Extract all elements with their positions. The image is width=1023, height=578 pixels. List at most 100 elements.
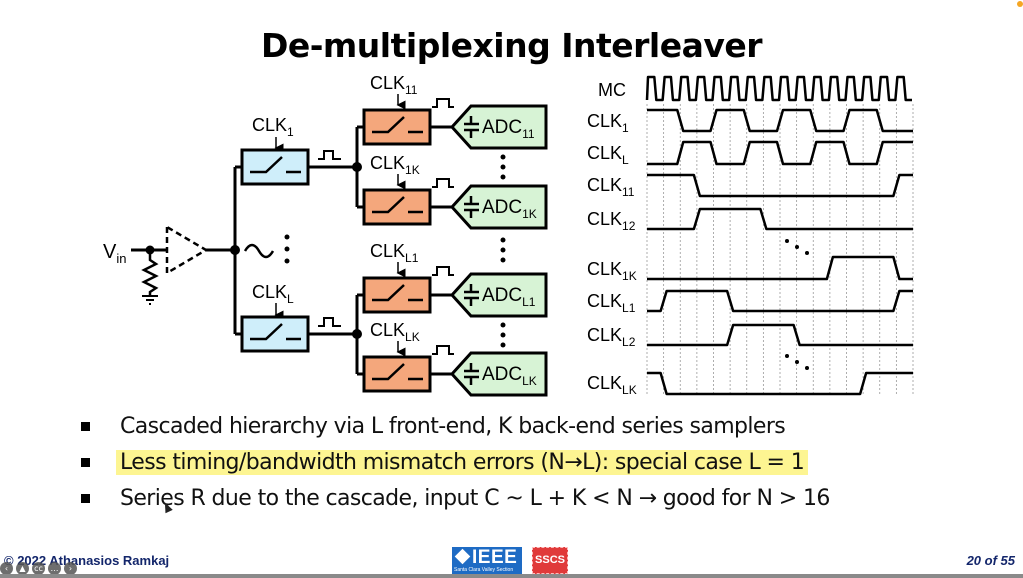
switch-box — [362, 108, 432, 146]
pulse-icon — [432, 345, 454, 355]
adc-label: ADC11 — [482, 117, 535, 141]
switch-box — [362, 355, 432, 393]
timing-signal: CLK1K — [587, 255, 913, 283]
pulse-icon — [318, 317, 341, 327]
sscs-logo: SSCS — [532, 547, 568, 574]
waveform — [647, 371, 913, 396]
adc-label: ADCLK — [482, 364, 537, 388]
bullet-item: Series R due to the cascade, input C ~ L… — [78, 482, 898, 518]
adc-label: ADC1K — [482, 197, 537, 221]
adc-block — [449, 184, 548, 230]
sine-wave-icon — [243, 243, 275, 259]
clk-label: CLK11 — [370, 73, 418, 97]
ellipsis-icon — [785, 239, 809, 370]
circuit-diagram: Vin CLK1 — [103, 115, 506, 376]
signal-label: CLK1 — [587, 111, 629, 135]
capacitor-icon — [464, 284, 479, 306]
clk-label: CLKL1 — [370, 241, 419, 265]
bullet-text: Less timing/bandwidth mismatch errors (N… — [116, 450, 809, 475]
adc-block — [449, 104, 548, 150]
capacitor-icon — [464, 196, 479, 218]
clk-label: CLK1 — [252, 115, 294, 139]
slide-diagram: Vin CLK1 — [103, 73, 914, 397]
timing-signal: CLKL — [587, 140, 913, 167]
front-end-switch-L: CLKL — [240, 282, 357, 353]
front-end-switch-1: CLK1 — [240, 115, 357, 186]
waveform — [647, 108, 913, 133]
capacitor-icon — [464, 363, 479, 385]
pulse-icon — [318, 150, 341, 160]
ieee-diamond-icon — [454, 548, 471, 565]
footer-divider — [0, 574, 1023, 578]
ellipsis-icon — [500, 154, 506, 348]
bullet-item: Cascaded hierarchy via L front-end, K ba… — [78, 410, 898, 446]
signal-label: CLKL2 — [587, 325, 636, 349]
pulse-icon — [432, 178, 454, 188]
signal-label: CLK12 — [587, 209, 636, 233]
pulse-icon — [432, 266, 454, 276]
bullet-text: Series R due to the cascade, input C ~ L… — [120, 486, 830, 511]
timing-gridlines — [646, 104, 914, 396]
timing-signal: CLKL2 — [587, 323, 913, 349]
back-end-channel: CLKLK ADCLK — [362, 320, 548, 397]
signal-label: CLK11 — [587, 175, 635, 199]
switch-box — [240, 148, 310, 186]
waveform — [647, 173, 913, 198]
switch-icon — [250, 156, 301, 174]
switch-box — [362, 276, 432, 314]
waveform — [647, 207, 913, 231]
bullet-list: Cascaded hierarchy via L front-end, K ba… — [78, 410, 898, 518]
adc-label: ADCL1 — [482, 285, 536, 309]
timing-signal: CLK11 — [587, 173, 913, 199]
ground-icon — [142, 295, 158, 305]
waveform — [647, 323, 913, 347]
ellipsis-icon — [284, 234, 290, 264]
waveform — [645, 75, 912, 102]
timing-signal: CLK12 — [587, 207, 913, 233]
termination-resistor — [141, 250, 159, 296]
signal-label: CLK1K — [587, 259, 637, 283]
switch-box — [362, 188, 432, 226]
clk-label: CLKLK — [370, 320, 420, 344]
more-icon[interactable]: … — [48, 562, 61, 575]
ieee-logo: IEEE Santa Clara Valley Section — [452, 547, 522, 574]
bullet-square-icon — [81, 458, 90, 467]
timing-signal: CLKL1 — [587, 289, 913, 315]
clk-label: CLKL — [252, 282, 294, 306]
switch-icon — [372, 284, 423, 302]
signal-label: MC — [598, 80, 626, 100]
signal-label: CLKLK — [587, 373, 637, 397]
timing-signal: MC — [598, 75, 912, 102]
next-icon[interactable]: › — [64, 562, 77, 575]
capacitor-icon — [464, 116, 479, 138]
signal-label: CLKL — [587, 143, 629, 167]
waveform — [647, 289, 913, 313]
adc-block — [449, 272, 548, 318]
pulse-icon — [432, 98, 454, 108]
player-controls: ‹ ▲ cc … › — [0, 562, 77, 576]
captions-icon[interactable]: cc — [32, 562, 45, 575]
prev-icon[interactable]: ‹ — [0, 562, 13, 575]
bullet-square-icon — [81, 422, 90, 431]
notification-dot — [1017, 1, 1023, 7]
switch-icon — [372, 363, 423, 381]
switch-icon — [250, 323, 301, 341]
bullet-text: Cascaded hierarchy via L front-end, K ba… — [120, 414, 786, 439]
timing-signal: CLK1 — [587, 108, 913, 135]
slide-title: De-multiplexing Interleaver — [260, 26, 763, 65]
waveform — [647, 255, 913, 281]
bullet-square-icon — [81, 494, 90, 503]
switch-box — [240, 315, 310, 353]
signal-label: CLKL1 — [587, 291, 636, 315]
timing-signal: CLKLK — [587, 371, 913, 397]
copyright-text: © 2022 Athanasios Ramkaj — [4, 553, 170, 568]
switch-icon — [372, 116, 423, 134]
slides-icon[interactable]: ▲ — [16, 562, 29, 575]
buffer-triangle-icon — [165, 224, 209, 276]
waveform — [647, 140, 913, 166]
